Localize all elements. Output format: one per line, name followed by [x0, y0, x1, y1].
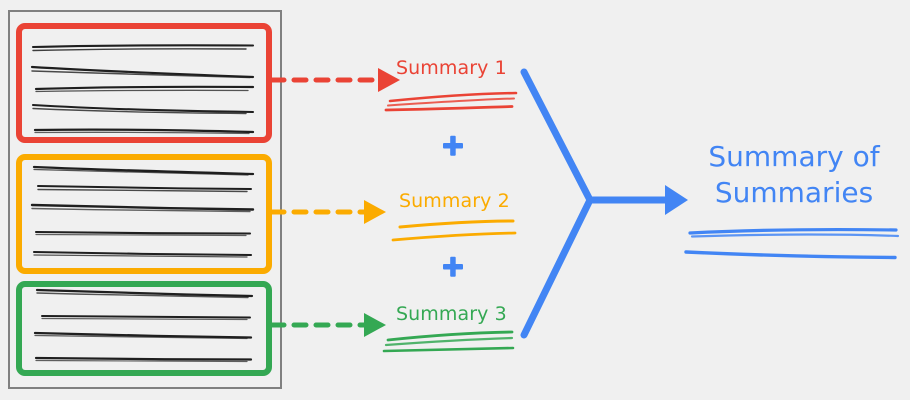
chunk-1-group[interactable] [16, 23, 272, 143]
summary-3-underlines [382, 330, 515, 353]
summary-1-label: Summary 1 [396, 57, 507, 79]
chunk-1-box[interactable] [16, 23, 272, 143]
summary-of-summaries-title: Summary of Summaries [694, 139, 894, 211]
plus-icon-2 [443, 256, 463, 277]
plus-icon-1 [443, 135, 463, 156]
chunk-2-to-summary-arrow [269, 200, 386, 224]
final-output-underlines [684, 227, 900, 260]
chunk-2-text-lines [30, 165, 255, 258]
chunk-2-group[interactable] [16, 154, 272, 274]
chunk-3-text-lines [33, 288, 254, 363]
final-title-line-2: Summaries [714, 176, 874, 209]
chunk-2-box[interactable] [16, 154, 272, 274]
chunk-1-to-summary-arrow [269, 68, 400, 92]
chunk-1-text-lines [30, 44, 255, 135]
final-title-line-1: Summary of [708, 140, 880, 173]
merge-arrow [520, 68, 688, 339]
summary-2-underlines [391, 219, 517, 242]
chunk-3-group[interactable] [16, 281, 272, 376]
summary-1-underlines [384, 91, 518, 112]
chunk-3-box[interactable] [16, 281, 272, 376]
source-document-panel [8, 10, 282, 389]
summary-2-label: Summary 2 [399, 190, 510, 212]
chunk-3-to-summary-arrow [269, 313, 386, 337]
summary-3-label: Summary 3 [396, 303, 507, 325]
